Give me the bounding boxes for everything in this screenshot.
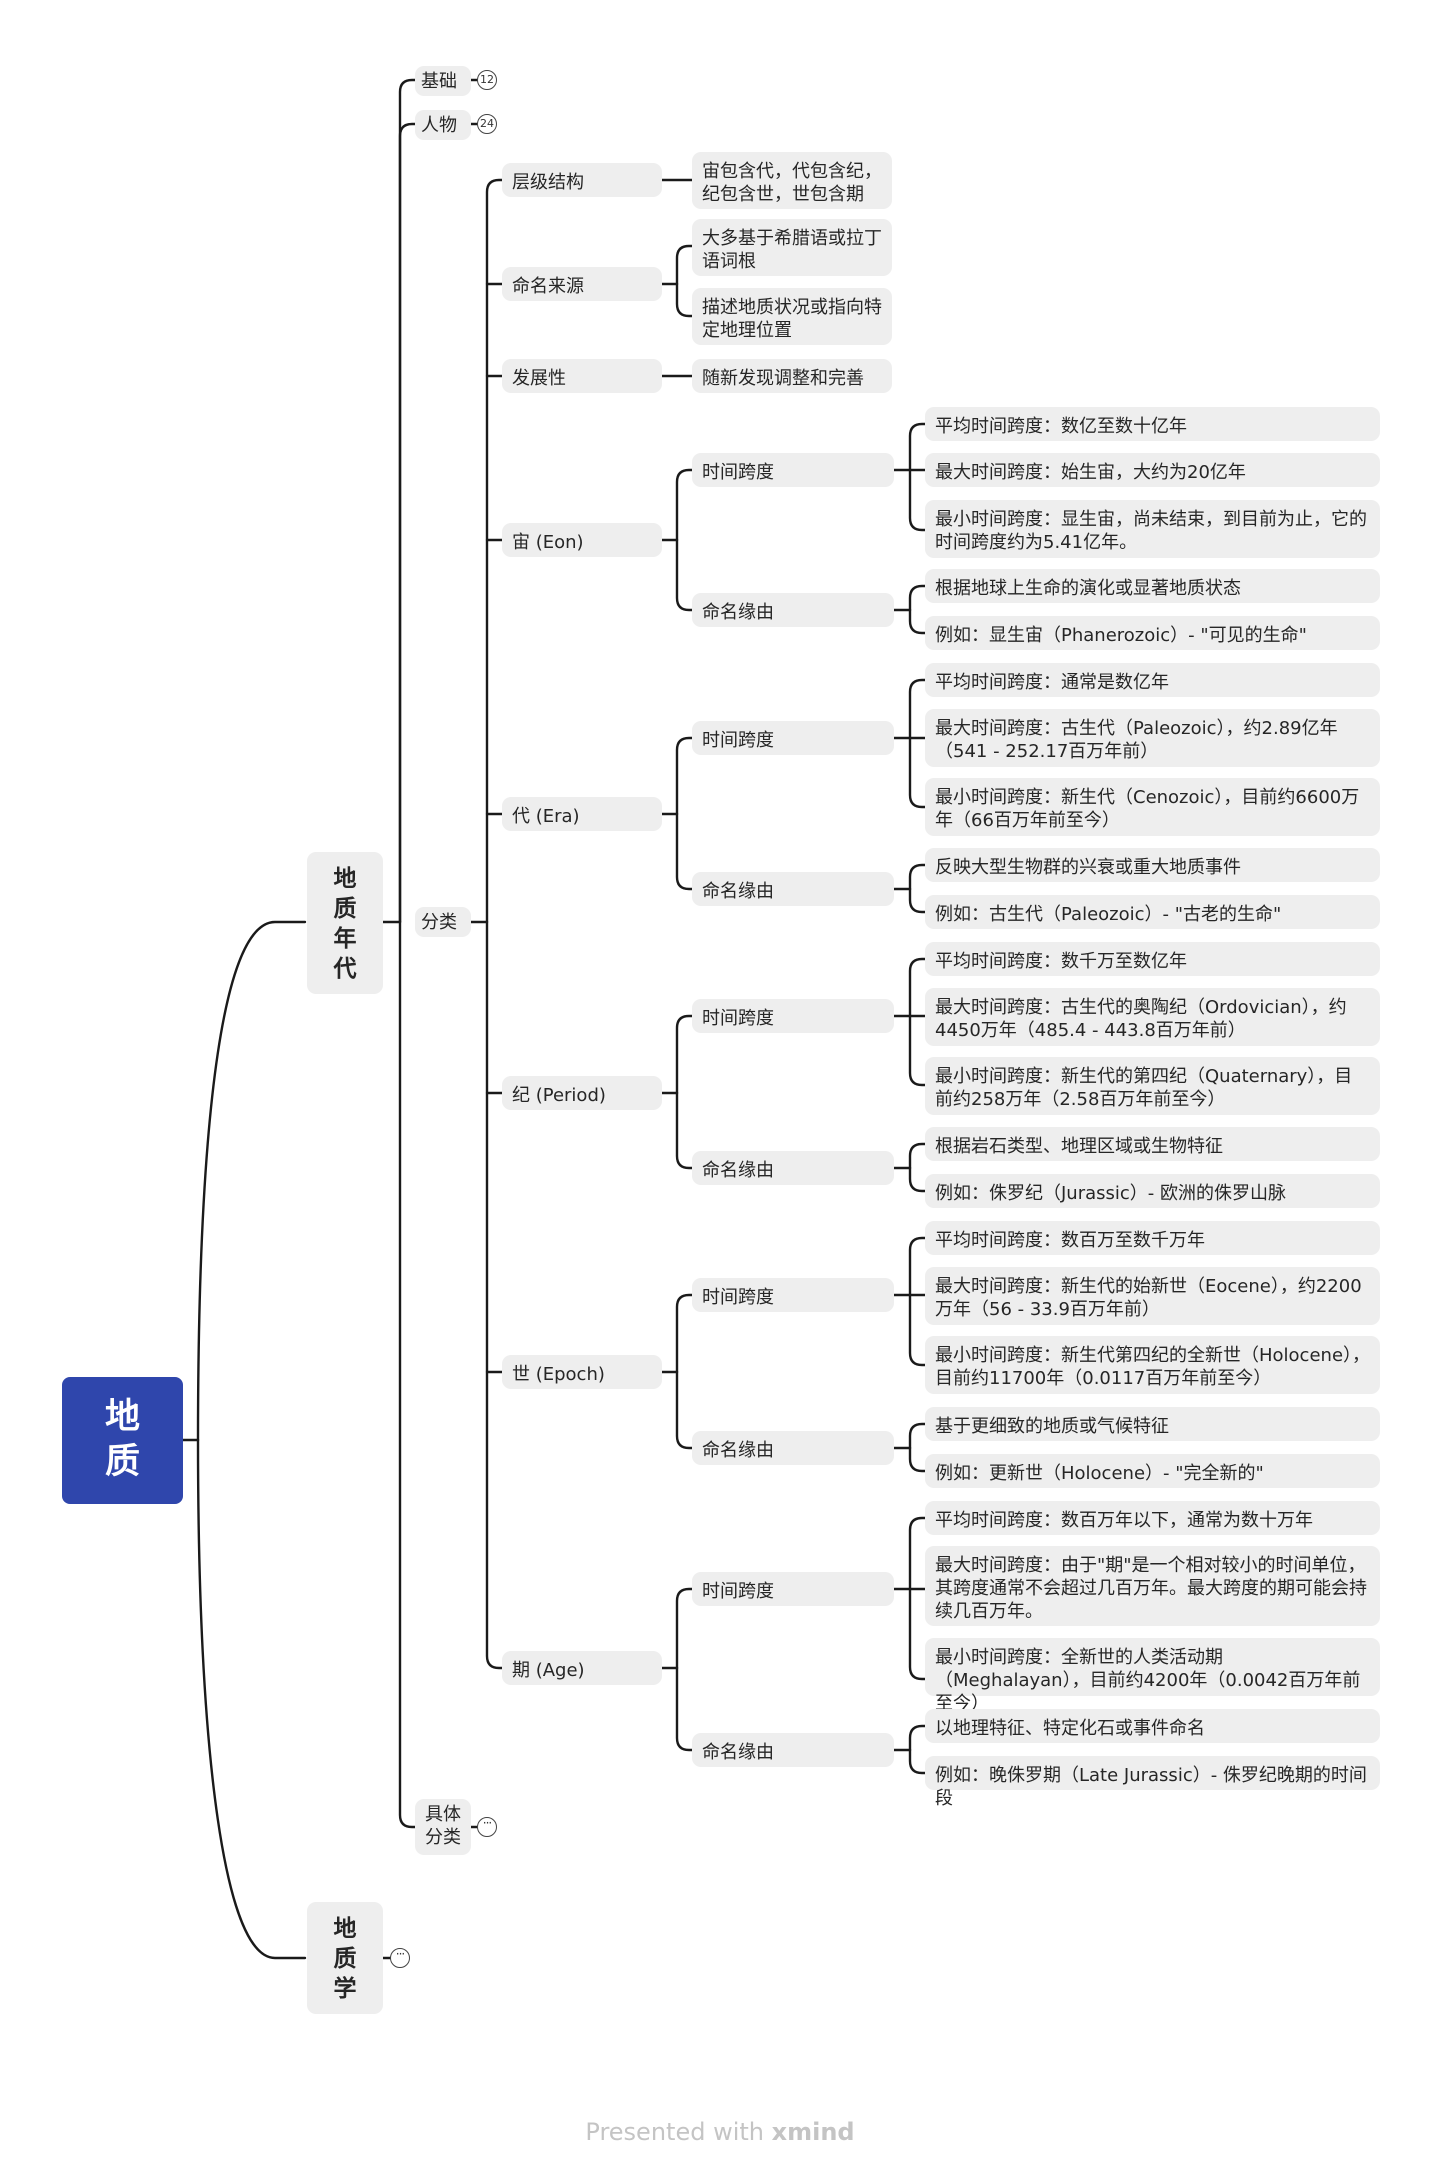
footer-text: Presented with [585, 2118, 764, 2146]
collapsed-count-badge[interactable]: 24 [477, 114, 497, 134]
leaf-age-origin[interactable]: 以地理特征、特定化石或事件命名 [925, 1709, 1380, 1743]
topic-naming-reason[interactable]: 命名缘由 [692, 593, 894, 627]
detail-naming-2[interactable]: 描述地质状况或指向特定地理位置 [692, 288, 892, 345]
collapsed-more-icon[interactable]: ··· [390, 1948, 410, 1968]
leaf-age-example[interactable]: 例如：晚侏罗期（Late Jurassic）- 侏罗纪晚期的时间段 [925, 1756, 1380, 1809]
xmind-logo: xmind [771, 2118, 855, 2146]
presented-with-footer: Presented with xmind [560, 2118, 880, 2146]
topic-geology[interactable]: 地 质 学 [307, 1902, 383, 2014]
detail-development[interactable]: 随新发现调整和完善 [692, 359, 892, 393]
leaf-era-origin[interactable]: 反映大型生物群的兴衰或重大地质事件 [925, 848, 1380, 882]
topic-time-span[interactable]: 时间跨度 [692, 1572, 894, 1606]
leaf-period-origin[interactable]: 根据岩石类型、地理区域或生物特征 [925, 1127, 1380, 1161]
topic-eon[interactable]: 宙 (Eon) [502, 523, 662, 557]
leaf-eon-origin[interactable]: 根据地球上生命的演化或显著地质状态 [925, 569, 1380, 603]
topic-time-span[interactable]: 时间跨度 [692, 1278, 894, 1312]
leaf-age-min-span[interactable]: 最小时间跨度：全新世的人类活动期（Meghalayan），目前约4200年（0.… [925, 1638, 1380, 1714]
leaf-period-max-span[interactable]: 最大时间跨度：古生代的奥陶纪（Ordovician），约4450万年（485.4… [925, 988, 1380, 1046]
leaf-eon-avg-span[interactable]: 平均时间跨度：数亿至数十亿年 [925, 407, 1380, 441]
leaf-eon-max-span[interactable]: 最大时间跨度：始生宙，大约为20亿年 [925, 453, 1380, 487]
topic-period[interactable]: 纪 (Period) [502, 1076, 662, 1110]
leaf-period-example[interactable]: 例如：侏罗纪（Jurassic）- 欧洲的侏罗山脉 [925, 1174, 1380, 1208]
topic-naming-reason[interactable]: 命名缘由 [692, 872, 894, 906]
leaf-age-max-span[interactable]: 最大时间跨度：由于"期"是一个相对较小的时间单位，其跨度通常不会超过几百万年。最… [925, 1546, 1380, 1626]
collapsed-more-icon[interactable]: ··· [477, 1817, 497, 1837]
leaf-age-avg-span[interactable]: 平均时间跨度：数百万年以下，通常为数十万年 [925, 1501, 1380, 1535]
topic-naming-reason[interactable]: 命名缘由 [692, 1431, 894, 1465]
topic-time-span[interactable]: 时间跨度 [692, 721, 894, 755]
leaf-epoch-max-span[interactable]: 最大时间跨度：新生代的始新世（Eocene），约2200万年（56 - 33.9… [925, 1267, 1380, 1325]
root-topic[interactable]: 地 质 [62, 1377, 183, 1504]
topic-time-span[interactable]: 时间跨度 [692, 453, 894, 487]
leaf-eon-example[interactable]: 例如：显生宙（Phanerozoic）- "可见的生命" [925, 616, 1380, 650]
leaf-era-max-span[interactable]: 最大时间跨度：古生代（Paleozoic），约2.89亿年（541 - 252.… [925, 709, 1380, 767]
leaf-epoch-avg-span[interactable]: 平均时间跨度：数百万至数千万年 [925, 1221, 1380, 1255]
topic-development[interactable]: 发展性 [502, 359, 662, 393]
detail-naming-1[interactable]: 大多基于希腊语或拉丁语词根 [692, 219, 892, 276]
leaf-period-min-span[interactable]: 最小时间跨度：新生代的第四纪（Quaternary），目前约258万年（2.58… [925, 1057, 1380, 1115]
topic-time-span[interactable]: 时间跨度 [692, 999, 894, 1033]
topic-specific-classification[interactable]: 具体 分类 [415, 1799, 471, 1855]
topic-naming-source[interactable]: 命名来源 [502, 267, 662, 301]
leaf-era-avg-span[interactable]: 平均时间跨度：通常是数亿年 [925, 663, 1380, 697]
topic-people[interactable]: 人物 [415, 110, 471, 140]
topic-basics[interactable]: 基础 [415, 66, 471, 96]
topic-naming-reason[interactable]: 命名缘由 [692, 1733, 894, 1767]
detail-hierarchy[interactable]: 宙包含代，代包含纪，纪包含世，世包含期 [692, 152, 892, 209]
leaf-eon-min-span[interactable]: 最小时间跨度：显生宙，尚未结束，到目前为止，它的时间跨度约为5.41亿年。 [925, 500, 1380, 558]
leaf-era-example[interactable]: 例如：古生代（Paleozoic）- "古老的生命" [925, 895, 1380, 929]
topic-naming-reason[interactable]: 命名缘由 [692, 1151, 894, 1185]
leaf-epoch-example[interactable]: 例如：更新世（Holocene）- "完全新的" [925, 1454, 1380, 1488]
collapsed-count-badge[interactable]: 12 [477, 70, 497, 90]
leaf-period-avg-span[interactable]: 平均时间跨度：数千万至数亿年 [925, 942, 1380, 976]
topic-epoch[interactable]: 世 (Epoch) [502, 1355, 662, 1389]
topic-geologic-time[interactable]: 地 质 年 代 [307, 852, 383, 994]
topic-classification[interactable]: 分类 [415, 907, 471, 937]
leaf-era-min-span[interactable]: 最小时间跨度：新生代（Cenozoic），目前约6600万年（66百万年前至今） [925, 778, 1380, 836]
leaf-epoch-origin[interactable]: 基于更细致的地质或气候特征 [925, 1407, 1380, 1441]
leaf-epoch-min-span[interactable]: 最小时间跨度：新生代第四纪的全新世（Holocene），目前约11700年（0.… [925, 1336, 1380, 1394]
topic-hierarchy[interactable]: 层级结构 [502, 163, 662, 197]
topic-age[interactable]: 期 (Age) [502, 1651, 662, 1685]
topic-era[interactable]: 代 (Era) [502, 797, 662, 831]
